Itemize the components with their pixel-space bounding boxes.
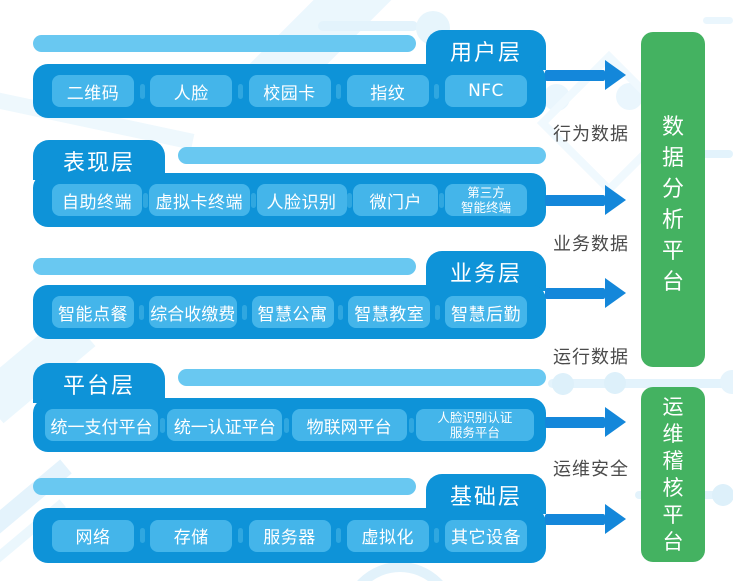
item-separator <box>139 83 145 99</box>
item-smart-logistics: 智慧后勤 <box>445 296 527 328</box>
item-other-devices: 其它设备 <box>445 519 527 552</box>
item-campus-card: 校园卡 <box>248 75 331 107</box>
arrow-user-layer <box>545 60 626 90</box>
arrow-presentation-layer <box>545 185 626 215</box>
item-separator <box>142 192 148 208</box>
layer-business-bar: 智能点餐 综合收缴费 智慧公寓 智慧教室 智慧后勤 <box>33 285 546 339</box>
item-third-party-smart-terminal: 第三方 智能终端 <box>445 184 527 216</box>
arrow-head <box>605 407 626 437</box>
item-integrated-fee-collection: 综合收缴费 <box>148 296 237 328</box>
item-separator <box>160 417 166 433</box>
tab-platform-layer: 平台层 <box>33 363 165 403</box>
item-separator <box>347 192 353 208</box>
decor-trace-node-mid-a <box>552 373 574 395</box>
item-smart-ordering: 智能点餐 <box>52 296 134 328</box>
item-separator <box>241 304 247 320</box>
item-separator <box>237 528 243 543</box>
decor-trace-node-low <box>712 484 733 506</box>
decor-trace-line-top <box>318 21 418 31</box>
item-separator <box>250 192 256 208</box>
arrow-head <box>605 60 626 90</box>
item-self-service-terminal: 自助终端 <box>52 184 142 216</box>
item-iot-platform: 物联网平台 <box>291 409 407 441</box>
arrow-head <box>605 504 626 534</box>
arrow-shaft <box>545 69 605 81</box>
layer-infrastructure-pill <box>33 478 416 495</box>
tab-business-layer-label: 业务层 <box>449 262 522 287</box>
decor-circle-arrow1-a <box>543 84 570 111</box>
tab-platform-layer-label: 平台层 <box>62 374 135 399</box>
tab-user-layer: 用户层 <box>426 30 546 70</box>
arrow-shaft <box>545 194 605 206</box>
tab-presentation-layer-label: 表现层 <box>62 151 135 176</box>
item-server: 服务器 <box>248 519 331 552</box>
item-separator <box>237 83 243 99</box>
layer-platform-pill <box>178 369 546 386</box>
item-virtualization: 虚拟化 <box>346 519 429 552</box>
item-separator <box>139 528 145 543</box>
item-separator <box>336 83 342 99</box>
label-behavior-data: 行为数据 <box>553 124 629 145</box>
item-virtual-card-terminal: 虚拟卡终端 <box>148 184 250 216</box>
arrow-business-layer <box>545 278 626 308</box>
item-separator <box>408 417 414 433</box>
layer-presentation-bar: 自助终端 虚拟卡终端 人脸识别 微门户 第三方 智能终端 <box>33 173 546 227</box>
tab-infrastructure-layer-label: 基础层 <box>449 485 522 510</box>
item-face-recognition: 人脸识别 <box>256 184 347 216</box>
item-network: 网络 <box>52 519 134 552</box>
arrow-shaft <box>545 287 605 299</box>
arrow-head <box>605 278 626 308</box>
tab-business-layer: 业务层 <box>426 251 546 291</box>
layer-user-bar: 二维码 人脸 校园卡 指纹 NFC <box>33 64 546 118</box>
item-micro-portal: 微门户 <box>353 184 439 216</box>
panel-ops-audit-label: 运维稽核平台 <box>662 395 684 554</box>
layer-user-pill <box>33 35 416 52</box>
decor-trace-node-mid-b <box>604 372 626 394</box>
item-separator <box>435 304 441 320</box>
item-separator <box>284 417 290 433</box>
item-unified-auth-platform: 统一认证平台 <box>167 409 283 441</box>
item-qr-code: 二维码 <box>52 75 134 107</box>
item-face: 人脸 <box>150 75 233 107</box>
item-unified-payment-platform: 统一支付平台 <box>45 409 158 441</box>
layer-platform-bar: 统一支付平台 统一认证平台 物联网平台 人脸识别认证 服务平台 <box>33 398 546 452</box>
label-business-data: 业务数据 <box>553 234 629 255</box>
panel-data-analysis: 数据分析平台 <box>641 32 705 367</box>
panel-data-analysis-label: 数据分析平台 <box>662 115 685 295</box>
item-separator <box>338 304 344 320</box>
item-separator <box>434 83 440 99</box>
decor-ring-bottom-center <box>342 562 458 581</box>
tab-user-layer-label: 用户层 <box>449 41 522 66</box>
label-ops-security: 运维安全 <box>553 459 629 480</box>
item-face-auth-service-platform: 人脸识别认证 服务平台 <box>415 409 534 441</box>
decor-trace-line-right-top <box>703 17 733 24</box>
item-fingerprint: 指纹 <box>346 75 429 107</box>
decor-trace-line-right <box>700 150 733 158</box>
arrow-infrastructure-layer <box>545 504 626 534</box>
item-separator <box>434 528 440 543</box>
item-separator <box>138 304 144 320</box>
decor-trace-line-mid <box>548 379 733 388</box>
item-separator <box>336 528 342 543</box>
panel-ops-audit: 运维稽核平台 <box>641 387 705 562</box>
tab-infrastructure-layer: 基础层 <box>426 474 546 514</box>
item-smart-classroom: 智慧教室 <box>348 296 431 328</box>
arrow-platform-layer <box>545 407 626 437</box>
layer-infrastructure-bar: 网络 存储 服务器 虚拟化 其它设备 <box>33 508 546 563</box>
arrow-head <box>605 185 626 215</box>
layer-presentation-pill <box>178 147 546 164</box>
item-smart-apartment: 智慧公寓 <box>251 296 334 328</box>
item-separator <box>439 192 445 208</box>
layer-business-pill <box>33 258 416 275</box>
decor-circle-right-mid <box>720 370 733 394</box>
item-storage: 存储 <box>150 519 233 552</box>
item-nfc: NFC <box>445 75 527 107</box>
label-operation-data: 运行数据 <box>553 347 629 368</box>
arrow-shaft <box>545 513 605 525</box>
arrow-shaft <box>545 416 605 428</box>
